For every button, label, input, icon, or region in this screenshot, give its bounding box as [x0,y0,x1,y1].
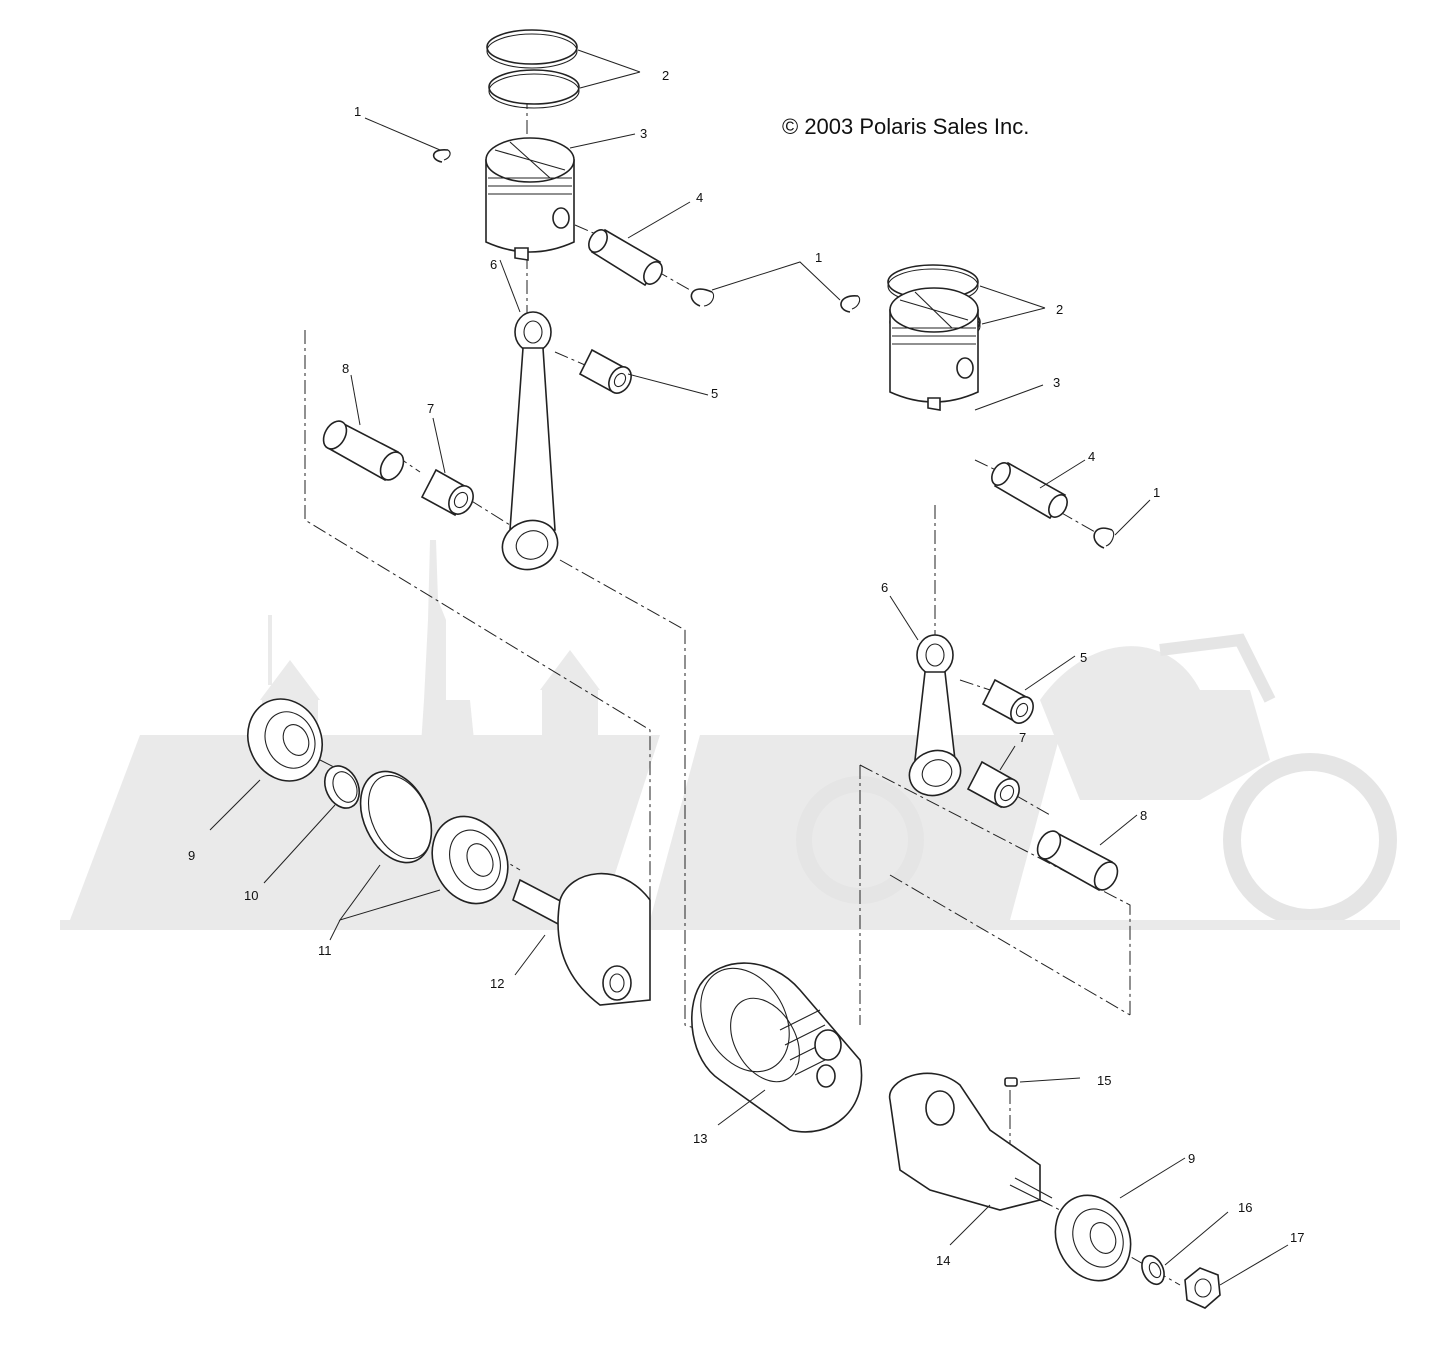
needle-bearing-small-right [981,678,1034,724]
crank-pin-left [322,420,405,482]
callout-17: 17 [1290,1230,1304,1245]
callout-4: 4 [696,190,703,205]
callout-1: 1 [354,104,361,119]
leader-lines [209,49,1289,1286]
callout-7: 7 [1019,730,1026,745]
crank-pin-right [1036,830,1119,892]
callout-7: 7 [427,401,434,416]
circlip-right-a [840,295,861,313]
callout-5: 5 [711,386,718,401]
needle-bearing-large-left [420,468,474,517]
callout-1: 1 [1153,485,1160,500]
callout-16: 16 [1238,1200,1252,1215]
piston-assembly-right [840,264,1115,549]
callout-14: 14 [936,1253,950,1268]
conrod-left [501,311,559,571]
callout-6: 6 [881,580,888,595]
main-bearing-right [1054,1194,1132,1282]
woodruff-key [1004,1077,1018,1087]
needle-bearing-small-left [578,348,632,394]
callout-2: 2 [1056,302,1063,317]
crankshaft-center [691,962,863,1133]
hex-nut [1184,1267,1221,1309]
needle-bearing-large-right [966,760,1020,809]
callout-1: 1 [815,250,822,265]
callout-3: 3 [1053,375,1060,390]
callout-9: 9 [188,848,195,863]
callout-5: 5 [1080,650,1087,665]
conrod-right [908,634,962,797]
callout-8: 8 [1140,808,1147,823]
callout-15: 15 [1097,1073,1111,1088]
callout-13: 13 [693,1131,707,1146]
copyright-notice: © 2003 Polaris Sales Inc. [782,114,1030,139]
circlip-right-b [1093,527,1115,549]
circlip-left-b [690,288,715,307]
callout-8: 8 [342,361,349,376]
crank-half-right [889,1072,1053,1211]
piston-assembly-left [432,29,715,307]
crank-half-left [512,872,651,1006]
callout-10: 10 [244,888,258,903]
callout-4: 4 [1088,449,1095,464]
callout-2: 2 [662,68,669,83]
callout-6: 6 [490,257,497,272]
callout-3: 3 [640,126,647,141]
piston-left [485,137,575,261]
callout-9: 9 [1188,1151,1195,1166]
piston-right [889,287,979,411]
main-bearing-center [431,815,509,905]
washer [1141,1254,1165,1286]
circlip-left-a [432,149,451,163]
piston-pin-left [588,228,663,287]
callout-12: 12 [490,976,504,991]
snap-ring [323,765,361,809]
piston-pin-right [991,461,1068,520]
callout-11: 11 [318,943,332,958]
main-bearing-left [247,698,323,782]
piston-rings-left [486,29,580,109]
locating-ring [359,770,433,864]
callout-labels: 1 2 3 4 1 2 3 4 1 5 6 7 8 6 5 7 8 9 10 1… [188,68,1304,1268]
